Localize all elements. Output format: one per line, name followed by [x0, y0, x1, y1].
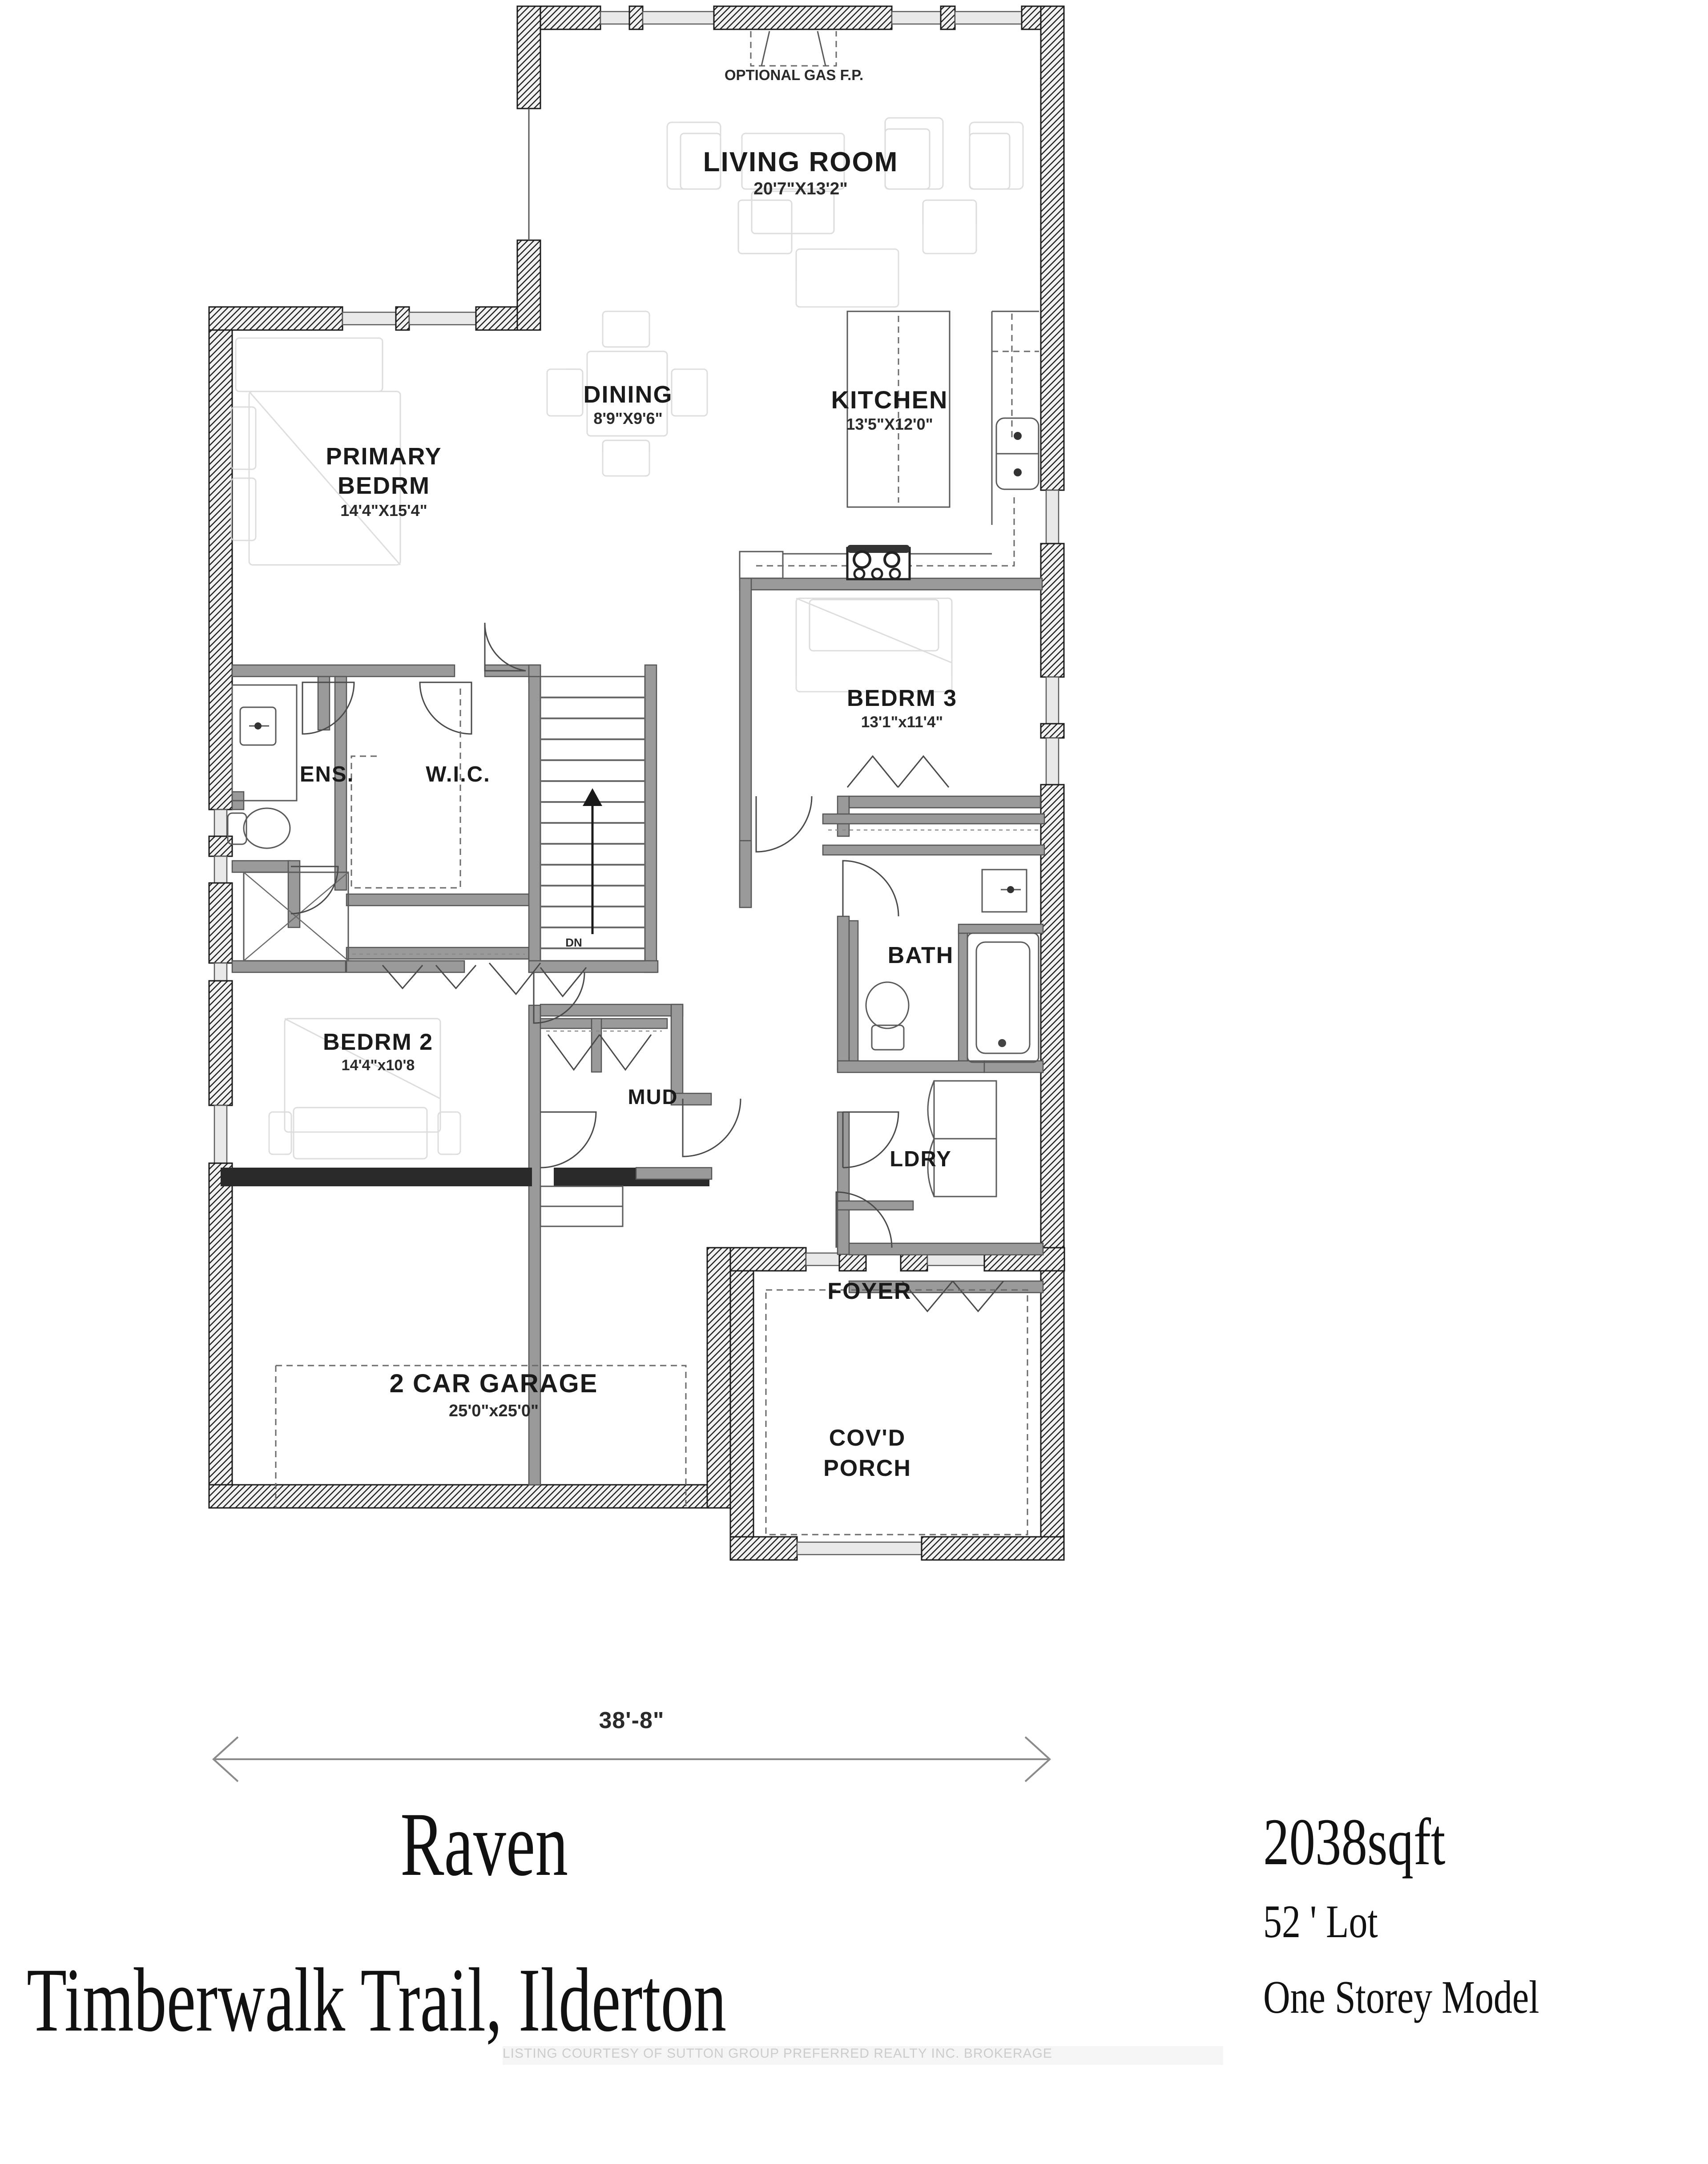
- project-address: Timberwalk Trail, Ilderton: [27, 1950, 727, 2051]
- square-footage: 2038sqft: [1263, 1805, 1446, 1879]
- label-ensuite: ENS.: [300, 762, 354, 786]
- overall-dimension: 38'-8": [212, 1708, 1051, 1782]
- interior-walls: [221, 577, 1045, 1486]
- label-laundry: LDRY: [890, 1147, 952, 1171]
- label-garage: 2 CAR GARAGE: [390, 1369, 598, 1398]
- room-labels: LIVING ROOM 20'7"X13'2" DINING 8'9"X9'6"…: [300, 147, 957, 1481]
- title-block: Raven Timberwalk Trail, Ilderton 2038sqf…: [0, 1788, 1708, 2164]
- dim-bedrm-3: 13'1"x11'4": [861, 713, 943, 731]
- storey-model: One Storey Model: [1263, 1971, 1539, 2023]
- label-bath: BATH: [888, 943, 954, 968]
- optional-fireplace-label: OPTIONAL GAS F.P.: [725, 67, 863, 83]
- label-foyer: FOYER: [827, 1278, 911, 1304]
- label-primary-bedrm-2: BEDRM: [338, 472, 430, 499]
- dim-dining: 8'9"X9'6": [593, 409, 662, 427]
- listing-watermark: LISTING COURTESY OF SUTTON GROUP PREFERR…: [503, 2046, 1223, 2065]
- dashed-outlines: [275, 689, 1028, 1535]
- label-living-room: LIVING ROOM: [703, 147, 898, 177]
- overall-dimension-label: 38'-8": [599, 1708, 664, 1733]
- label-kitchen: KITCHEN: [831, 386, 948, 414]
- stair-note: DN: [565, 936, 582, 949]
- dim-bedrm-2: 14'4"x10'8: [342, 1057, 415, 1074]
- label-covd-porch: COV'D: [829, 1425, 906, 1451]
- optional-fireplace: OPTIONAL GAS F.P.: [725, 31, 863, 83]
- dim-kitchen: 13'5"X12'0": [846, 415, 933, 433]
- label-bedrm-3: BEDRM 3: [847, 685, 957, 711]
- stairs: DN: [540, 676, 646, 962]
- kitchen-fixtures: [739, 310, 1039, 580]
- doors: [290, 622, 1004, 1313]
- label-covd-porch-2: PORCH: [823, 1455, 911, 1481]
- label-bedrm-2: BEDRM 2: [323, 1029, 433, 1055]
- lot-size: 52 ' Lot: [1263, 1895, 1378, 1947]
- exterior-walls: [208, 5, 1065, 1561]
- model-name: Raven: [400, 1794, 568, 1895]
- label-primary-bedrm: PRIMARY: [326, 443, 442, 470]
- label-mud: MUD: [628, 1085, 678, 1108]
- label-wic: W.I.C.: [426, 762, 490, 786]
- plumbing-fixtures: [227, 684, 1039, 1197]
- dim-garage: 25'0"x25'0": [449, 1402, 539, 1420]
- label-dining: DINING: [584, 381, 673, 408]
- dim-primary-bedrm: 14'4"X15'4": [340, 501, 427, 520]
- furniture-ghosts: [230, 117, 1024, 1160]
- dim-living-room: 20'7"X13'2": [753, 179, 848, 198]
- floorplan-drawing: OPTIONAL GAS F.P.: [208, 5, 1065, 1782]
